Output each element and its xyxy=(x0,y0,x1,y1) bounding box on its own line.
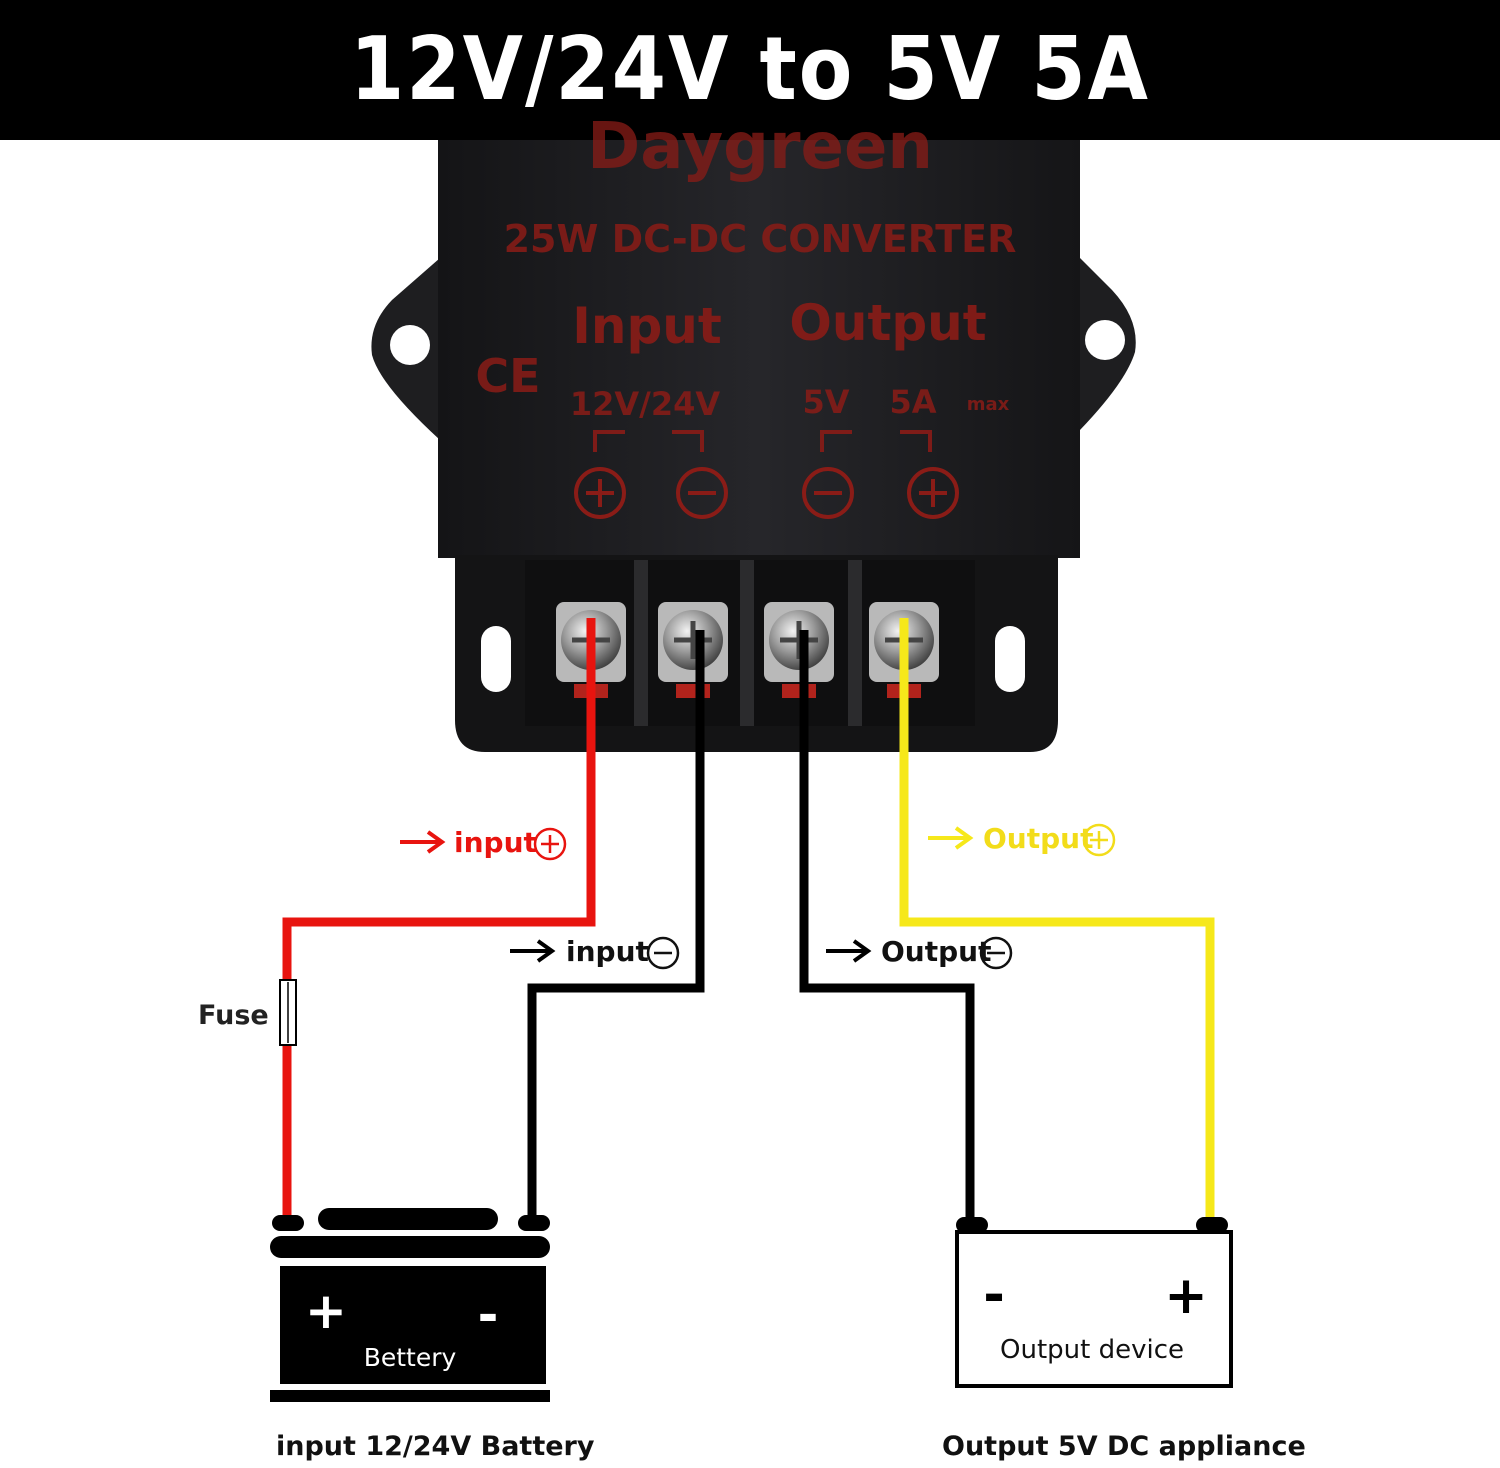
device-terminal-minus xyxy=(956,1217,988,1233)
wire-input-plus-red xyxy=(282,618,596,980)
terminal-brackets xyxy=(593,430,932,452)
label-input-minus: input xyxy=(510,935,680,970)
output-voltage-print: 5V xyxy=(802,383,849,421)
brand-print: Daygreen xyxy=(587,110,933,184)
input-voltage-print: 12V/24V xyxy=(570,385,721,423)
device-body xyxy=(955,1230,1233,1388)
terminal-dividers xyxy=(634,560,862,726)
device-label: Output device xyxy=(1000,1335,1184,1365)
polarity-symbol-in-plus xyxy=(574,467,626,519)
output-current-print: 5A xyxy=(889,383,936,421)
device-plus-sign: + xyxy=(1164,1266,1208,1326)
polarity-symbol-in-minus xyxy=(676,467,728,519)
wire-input-minus-black xyxy=(527,630,705,1215)
label-output-plus-text: Output xyxy=(983,822,1093,855)
device-terminal-plus xyxy=(1196,1217,1228,1233)
ce-mark: CE xyxy=(475,349,540,403)
battery-terminal-plus xyxy=(272,1215,304,1231)
battery-terminal-minus xyxy=(518,1215,550,1231)
base-slot-right xyxy=(995,626,1025,692)
label-output-plus: Output xyxy=(928,822,1116,857)
battery-base xyxy=(270,1390,550,1402)
fuse-label: Fuse xyxy=(198,1000,269,1031)
converter-module: Daygreen 25W DC-DC CONVERTER Input Outpu… xyxy=(371,110,1136,752)
device-minus-sign: - xyxy=(983,1265,1005,1325)
polarity-symbol-out-plus xyxy=(907,467,959,519)
battery-label: Bettery xyxy=(364,1343,457,1372)
label-input-plus-text: input xyxy=(454,826,537,859)
label-input-plus: input xyxy=(400,826,567,861)
title-banner: 12V/24V to 5V 5A xyxy=(0,0,1500,140)
polarity-symbol-out-minus xyxy=(802,467,854,519)
battery-body xyxy=(280,1266,546,1384)
converter-case xyxy=(438,140,1080,558)
battery: + - Bettery xyxy=(270,1208,550,1402)
output-current-max-print: max xyxy=(967,394,1010,415)
output-print: Output xyxy=(789,294,986,352)
battery-caption: input 12/24V Battery xyxy=(276,1431,595,1462)
label-output-minus: Output xyxy=(826,935,1013,970)
mounting-hole-right xyxy=(1085,320,1125,360)
battery-minus-sign: - xyxy=(478,1286,499,1344)
base-slot-left xyxy=(481,626,511,692)
output-device-caption: Output 5V DC appliance xyxy=(942,1431,1306,1462)
output-device: - + Output device xyxy=(955,1217,1233,1388)
label-input-minus-text: input xyxy=(566,935,649,968)
input-print: Input xyxy=(572,297,722,355)
battery-plus-sign: + xyxy=(305,1282,347,1340)
battery-lid xyxy=(270,1236,550,1258)
mounting-hole-left xyxy=(390,325,430,365)
wire-output-plus-yellow xyxy=(899,618,1215,1218)
model-print: 25W DC-DC CONVERTER xyxy=(504,217,1017,261)
wire-output-minus-black xyxy=(799,630,975,1218)
terminal-screw-2 xyxy=(658,602,728,698)
battery-top-bar xyxy=(318,1208,498,1230)
page-title: 12V/24V to 5V 5A xyxy=(350,19,1150,121)
fuse-symbol xyxy=(279,979,297,1046)
label-output-minus-text: Output xyxy=(881,935,991,968)
